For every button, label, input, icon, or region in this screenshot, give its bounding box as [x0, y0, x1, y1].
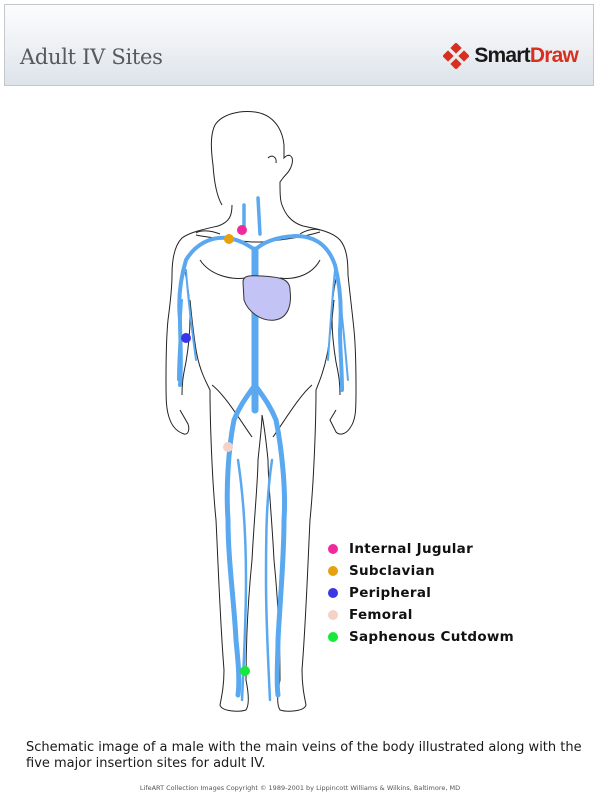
legend-dot-icon — [328, 588, 338, 598]
page-header: Adult IV Sites SmartDraw — [4, 4, 594, 86]
heart — [242, 275, 291, 321]
legend-label: Peripheral — [349, 585, 432, 601]
smartdraw-diamond-logo-icon — [443, 43, 470, 69]
site-saphenous-cutdown — [240, 666, 250, 676]
legend-dot-icon — [328, 566, 338, 576]
legend-item: Saphenous Cutdowm — [328, 626, 514, 648]
legend-item: Internal Jugular — [328, 538, 514, 560]
logo-text-smart: Smart — [474, 44, 530, 67]
legend: Internal Jugular Subclavian Peripheral F… — [328, 538, 514, 648]
site-peripheral — [181, 333, 191, 343]
body-vein-diagram — [165, 111, 357, 712]
legend-label: Internal Jugular — [349, 541, 474, 557]
legend-item: Subclavian — [328, 560, 514, 582]
legend-label: Subclavian — [349, 563, 435, 579]
site-femoral — [223, 442, 233, 452]
figure-caption: Schematic image of a male with the main … — [26, 740, 582, 771]
legend-dot-icon — [328, 610, 338, 620]
legend-item: Femoral — [328, 604, 514, 626]
copyright-credit: LifeART Collection Images Copyright © 19… — [139, 784, 461, 792]
veins — [177, 196, 349, 702]
legend-label: Saphenous Cutdowm — [349, 629, 515, 645]
page-title: Adult IV Sites — [20, 45, 163, 69]
logo-text-draw: Draw — [529, 44, 579, 67]
smartdraw-logo: SmartDraw — [443, 43, 579, 69]
site-internal-jugular — [237, 225, 247, 235]
legend-dot-icon — [328, 632, 338, 642]
site-subclavian — [224, 234, 234, 244]
legend-dot-icon — [328, 544, 338, 554]
legend-label: Femoral — [349, 607, 413, 623]
legend-item: Peripheral — [328, 582, 514, 604]
